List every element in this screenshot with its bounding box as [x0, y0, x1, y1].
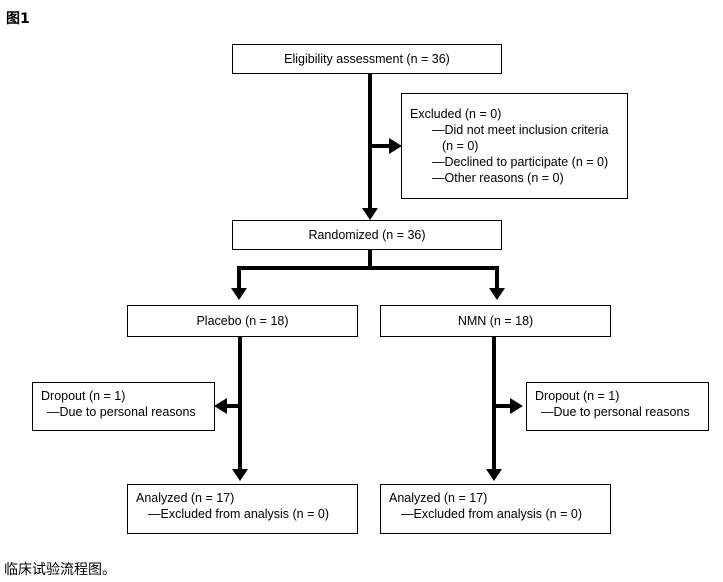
nmn-dropout-box: Dropout (n = 1) —Due to personal reasons: [526, 382, 709, 431]
nmn-analyzed-box: Analyzed (n = 17) —Excluded from analysi…: [380, 484, 611, 534]
nmn-text: NMN (n = 18): [457, 314, 534, 328]
placebo-dropout-branch: [225, 404, 238, 408]
nmn-analyzed-reason: —Excluded from analysis (n = 0): [401, 507, 582, 521]
excluded-reason-2: —Declined to participate (n = 0): [432, 155, 609, 169]
excluded-arrowhead: [389, 138, 402, 154]
nmn-arm-line: [492, 337, 496, 471]
excluded-box: Excluded (n = 0) —Did not meet inclusion…: [401, 93, 628, 199]
nmn-arrowhead: [489, 288, 505, 300]
excluded-branch-line: [372, 144, 392, 148]
nmn-dropout-arrowhead: [510, 398, 523, 414]
placebo-analyzed-title: Analyzed (n = 17): [136, 491, 235, 505]
trunk-arrowhead: [362, 208, 378, 220]
placebo-arrowhead: [231, 288, 247, 300]
placebo-arm-line: [238, 337, 242, 471]
placebo-analyzed-arrowhead: [232, 469, 248, 481]
nmn-dropout-title: Dropout (n = 1): [535, 389, 620, 403]
placebo-text: Placebo (n = 18): [196, 314, 289, 328]
figure-caption: 临床试验流程图。: [4, 562, 116, 578]
figure-label: 图1: [6, 11, 30, 27]
nmn-analyzed-title: Analyzed (n = 17): [389, 491, 488, 505]
split-horizontal-line: [237, 266, 499, 270]
excluded-title: Excluded (n = 0): [410, 107, 502, 121]
placebo-dropout-box: Dropout (n = 1) —Due to personal reasons: [32, 382, 215, 431]
placebo-dropout-reason: —Due to personal reasons: [47, 405, 196, 419]
eligibility-text: Eligibility assessment (n = 36): [284, 52, 450, 66]
nmn-dropout-reason: —Due to personal reasons: [541, 405, 690, 419]
split-left-drop: [237, 266, 241, 290]
randomized-box: Randomized (n = 36): [232, 220, 502, 250]
eligibility-box: Eligibility assessment (n = 36): [232, 44, 502, 74]
nmn-analyzed-arrowhead: [486, 469, 502, 481]
excluded-reason-1: —Did not meet inclusion criteria: [432, 123, 609, 137]
nmn-box: NMN (n = 18): [380, 305, 611, 337]
placebo-dropout-title: Dropout (n = 1): [41, 389, 126, 403]
randomized-text: Randomized (n = 36): [308, 228, 426, 242]
excluded-reason-1-count: (n = 0): [442, 139, 479, 153]
split-right-drop: [495, 266, 499, 290]
placebo-dropout-arrowhead: [214, 398, 227, 414]
placebo-box: Placebo (n = 18): [127, 305, 358, 337]
trunk-line: [368, 74, 372, 210]
excluded-reason-3: —Other reasons (n = 0): [432, 171, 564, 185]
placebo-analyzed-box: Analyzed (n = 17) —Excluded from analysi…: [127, 484, 358, 534]
placebo-analyzed-reason: —Excluded from analysis (n = 0): [148, 507, 329, 521]
split-stem-line: [368, 250, 372, 270]
nmn-dropout-branch: [496, 404, 512, 408]
